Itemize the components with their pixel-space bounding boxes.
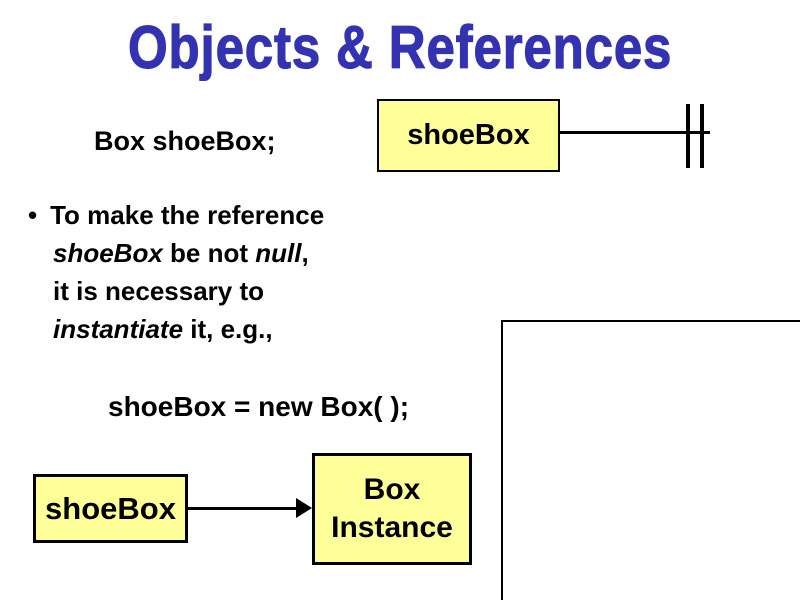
bullet-line-2-italic-shoebox: shoeBox xyxy=(53,238,163,268)
shoebox-variable-box: shoeBox xyxy=(33,474,188,543)
double-bar-null-icon xyxy=(700,104,704,168)
bullet-line-1: • To make the reference xyxy=(28,196,324,234)
bullet-line-2-italic-null: null xyxy=(255,238,302,268)
shoebox-reference-label: shoeBox xyxy=(407,119,530,151)
reference-arrow-line xyxy=(187,507,298,510)
bullet-line-2-comma: , xyxy=(301,238,309,268)
slide-title-text: Objects & References xyxy=(127,13,673,81)
box-instance-box: Box Instance xyxy=(312,453,472,565)
reference-arrow-head-icon xyxy=(296,498,312,518)
bullet-line-1-text: To make the reference xyxy=(50,200,325,230)
null-reference-line xyxy=(559,131,710,134)
bullet-text-block: • To make the reference shoeBox be not nu… xyxy=(28,196,324,348)
declaration-code: Box shoeBox; xyxy=(94,126,276,156)
bullet-line-3: it is necessary to xyxy=(53,276,264,306)
double-bar-null-icon xyxy=(686,104,690,168)
bullet-line-4-italic-instantiate: instantiate xyxy=(53,314,184,344)
shoebox-reference-box: shoeBox xyxy=(377,99,560,172)
shoebox-variable-label: shoeBox xyxy=(45,490,176,526)
bullet-icon: • xyxy=(28,200,38,230)
bullet-line-2-text: be not xyxy=(162,238,256,268)
box-instance-label-line1: Box xyxy=(363,473,421,506)
bullet-line-4: instantiate it, e.g., xyxy=(28,310,324,348)
slide-title: Objects & References xyxy=(0,13,800,83)
box-instance-label-line2: Instance xyxy=(331,511,453,544)
bullet-line-4-text: it, e.g., xyxy=(183,314,273,344)
bullet-line-2: shoeBox be not null, xyxy=(28,234,324,272)
large-empty-rectangle xyxy=(501,320,800,600)
assignment-code: shoeBox = new Box( ); xyxy=(108,391,410,422)
